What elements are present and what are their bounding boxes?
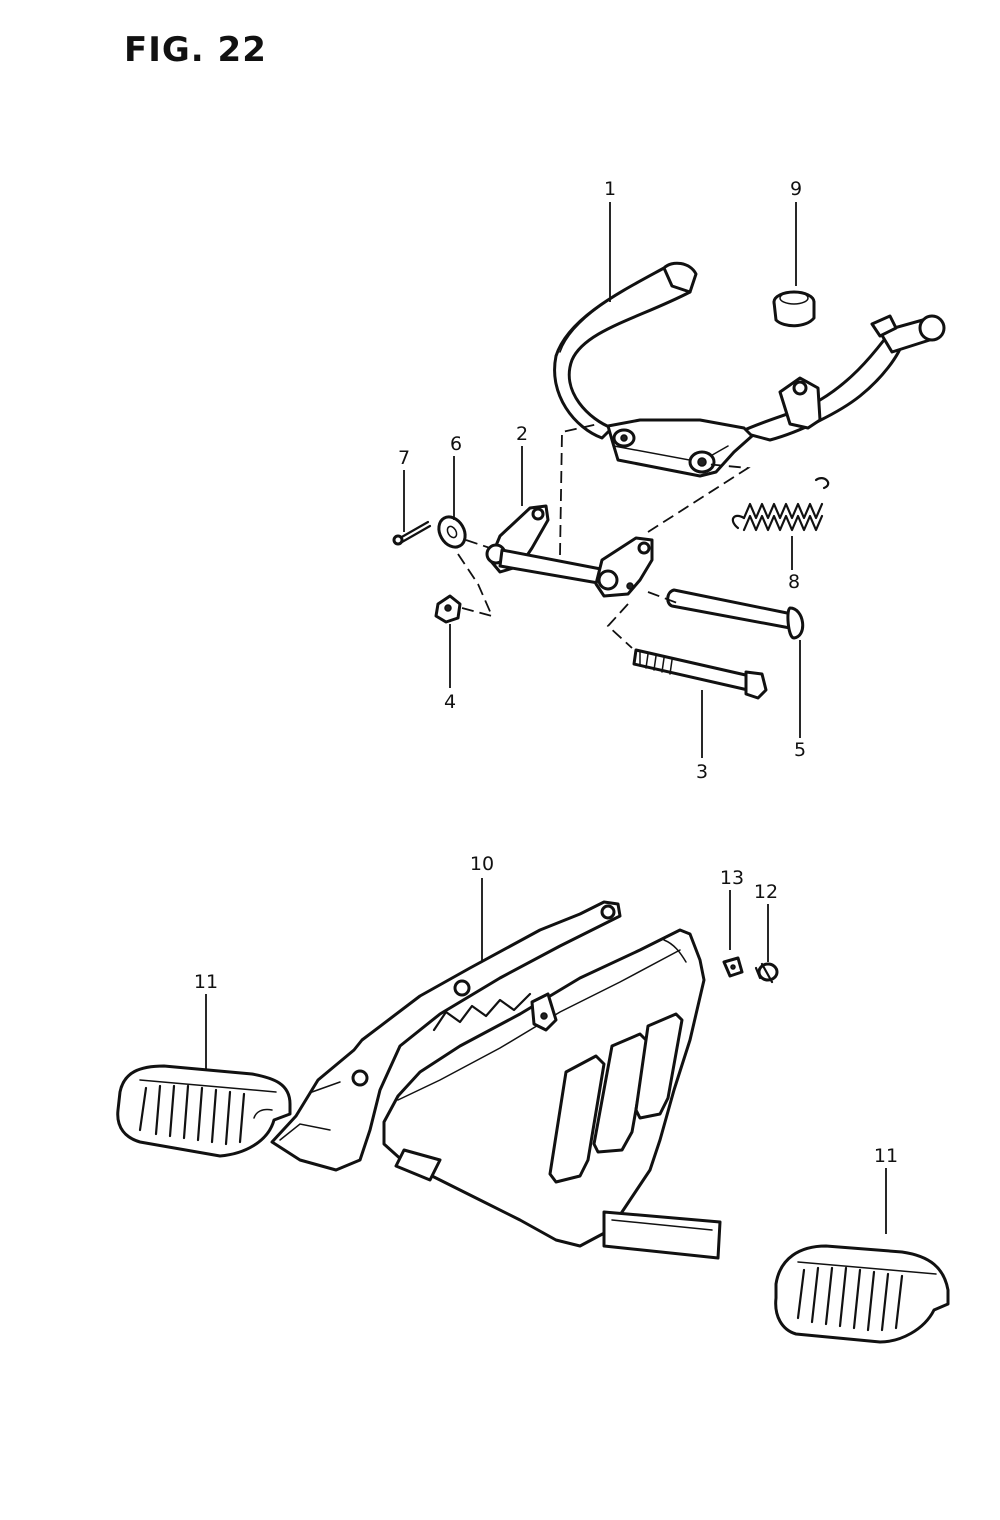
callout-13: 13: [720, 867, 744, 889]
footrest-rubber-right: [774, 1244, 950, 1344]
nut: [434, 594, 462, 624]
pivot-pin: [666, 588, 805, 640]
assembly-guides: [457, 423, 751, 649]
callout-7: 7: [398, 447, 410, 469]
footrest-rubber-left: [116, 1064, 292, 1158]
callout-11-left: 11: [194, 971, 218, 993]
center-stand: [553, 261, 946, 478]
callout-10: 10: [470, 853, 494, 875]
callout-12: 12: [754, 881, 778, 903]
callout-1: 1: [604, 178, 616, 200]
leader-lines: [205, 202, 887, 1234]
stand-bolt: [632, 648, 768, 700]
callout-8: 8: [788, 571, 800, 593]
cover-washer: [722, 956, 744, 978]
figure-title: FIG. 22: [124, 30, 267, 70]
callout-6: 6: [450, 433, 462, 455]
callout-numbers: 1 9 2 7 6 8 4 3 5 10 13 12 11 11: [194, 178, 898, 1167]
cotter-pin: [392, 520, 432, 546]
callout-9: 9: [790, 178, 802, 200]
callout-4: 4: [444, 691, 456, 713]
cover-screw: [754, 962, 779, 984]
pivot-bracket: [485, 504, 654, 598]
callout-3: 3: [696, 761, 708, 783]
callout-5: 5: [794, 739, 806, 761]
stopper-rubber: [772, 290, 816, 328]
callout-11-right: 11: [874, 1145, 898, 1167]
side-cover: [270, 900, 722, 1260]
washer: [437, 515, 467, 549]
return-spring: [731, 477, 830, 532]
callout-2: 2: [516, 423, 528, 445]
